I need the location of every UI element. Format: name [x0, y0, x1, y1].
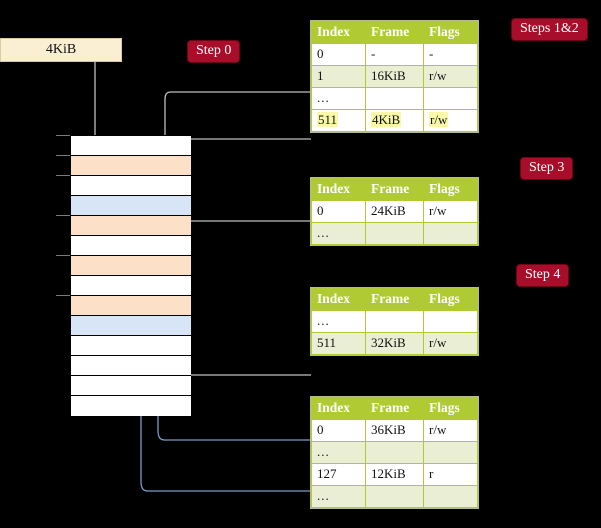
page-table-level-4-r0-flags: -: [423, 43, 478, 66]
page-table-level-2-r1-frame: 32KiB: [365, 332, 424, 355]
page-table-level-4-r1-frame: 16KiB: [365, 65, 424, 88]
page-table-level-4-r1-flags: r/w: [423, 65, 478, 88]
page-table-level-4-r3-flags: r/w: [423, 109, 478, 132]
page-table-level-2-r0-frame: [365, 310, 424, 333]
page-table-level-1-r2-frame: 12KiB: [365, 463, 424, 486]
page-table-level-2-r1-flags: r/w: [423, 332, 478, 355]
page-table-level-1-header-index: Index: [311, 397, 366, 420]
memory-frame-9: [71, 316, 191, 336]
page-table-level-4-r3-index: 511: [311, 109, 366, 132]
table-row: ...: [311, 222, 478, 245]
page-table-level-3-header-flags: Flags: [423, 178, 478, 201]
wire-l3-0-to-memory: [180, 220, 311, 272]
virtual-address-label: 4KiB: [45, 42, 77, 57]
memory-tick-4: [56, 215, 70, 216]
page-table-level-4-header-index: Index: [311, 21, 366, 44]
page-table-level-1-r1-index: ...: [311, 441, 366, 464]
memory-tick-0: [56, 135, 70, 136]
table-row: ...: [311, 310, 478, 333]
badge-step-0: Step 0: [188, 41, 240, 62]
page-table-level-3-r1-frame: [365, 222, 424, 245]
memory-frame-6: [71, 256, 191, 276]
table-row: 511 4KiB r/w: [311, 109, 478, 132]
page-table-level-1-r3-index: ...: [311, 485, 366, 508]
memory-tick-8: [56, 295, 70, 296]
page-table-level-4-header-frame: Frame: [365, 21, 424, 44]
page-table-level-1-header-flags: Flags: [423, 397, 478, 420]
memory-frame-11: [71, 356, 191, 376]
page-table-level-1-r1-frame: [365, 441, 424, 464]
page-table-level-1-r0-frame: 36KiB: [365, 419, 424, 442]
memory-frame-12: [71, 376, 191, 396]
memory-frame-8: [71, 296, 191, 316]
table-row: ...: [311, 441, 478, 464]
page-table-level-2-r1-index: 511: [311, 332, 366, 355]
page-table-level-4-r0-index: 0: [311, 43, 366, 66]
wire-l4-511-to-memory: [175, 138, 311, 152]
virtual-address-box: 4KiB: [0, 38, 122, 62]
page-table-level-2-r0-index: ...: [311, 310, 366, 333]
page-table-level-2-r0-flags: [423, 310, 478, 333]
highlighted-value: r/w: [429, 112, 449, 127]
physical-memory-column: [70, 135, 191, 416]
page-table-level-4-r1-index: 1: [311, 65, 366, 88]
page-table-level-1-r0-index: 0: [311, 419, 366, 442]
page-table-level-1-r2-flags: r: [423, 463, 478, 486]
memory-frame-1: [71, 156, 191, 176]
memory-frame-3: [71, 196, 191, 216]
memory-tick-1: [56, 155, 70, 156]
memory-frame-4: [71, 216, 191, 236]
page-table-level-4-r3-frame: 4KiB: [365, 109, 424, 132]
page-table-level-2-header-frame: Frame: [365, 288, 424, 311]
highlighted-value: 4KiB: [371, 112, 402, 127]
page-table-level-1-header-frame: Frame: [365, 397, 424, 420]
page-table-level-3-r1-flags: [423, 222, 478, 245]
table-row: ...: [311, 87, 478, 110]
page-table-level-4-r2-index: ...: [311, 87, 366, 110]
page-table-level-3-r0-flags: r/w: [423, 200, 478, 223]
page-table-level-1-r3-frame: [365, 485, 424, 508]
memory-frame-7: [71, 276, 191, 296]
memory-frame-0: [71, 136, 191, 156]
badge-step-3: Step 3: [521, 158, 573, 179]
page-table-level-2-header-index: Index: [311, 288, 366, 311]
badge-steps-1-2: Steps 1&2: [512, 19, 587, 40]
badge-step-4: Step 4: [517, 265, 569, 286]
page-table-level-1-r1-flags: [423, 441, 478, 464]
memory-frame-5: [71, 236, 191, 256]
page-table-level-3-r1-index: ...: [311, 222, 366, 245]
memory-tick-2: [56, 175, 70, 176]
wire-memory-to-l2: [180, 365, 311, 376]
page-table-level-2-header-flags: Flags: [423, 288, 478, 311]
memory-frame-10: [71, 336, 191, 356]
page-table-level-4-r2-frame: [365, 87, 424, 110]
memory-tick-6: [56, 255, 70, 256]
page-table-level-3-r0-frame: 24KiB: [365, 200, 424, 223]
page-table-level-1-r0-flags: r/w: [423, 419, 478, 442]
highlighted-value: 511: [317, 112, 339, 127]
page-table-level-4-r0-frame: -: [365, 43, 424, 66]
memory-frame-2: [71, 176, 191, 196]
table-row: ...: [311, 485, 478, 508]
memory-frame-13: [71, 396, 191, 416]
table-row: 0--: [311, 43, 478, 66]
page-table-level-3-r0-index: 0: [311, 200, 366, 223]
page-table-level-1-r3-flags: [423, 485, 478, 508]
page-table-level-3-header-frame: Frame: [365, 178, 424, 201]
page-table-level-3-header-index: Index: [311, 178, 366, 201]
page-table-level-4-r2-flags: [423, 87, 478, 110]
page-table-level-1-r2-index: 127: [311, 463, 366, 486]
page-table-level-4-header-flags: Flags: [423, 21, 478, 44]
